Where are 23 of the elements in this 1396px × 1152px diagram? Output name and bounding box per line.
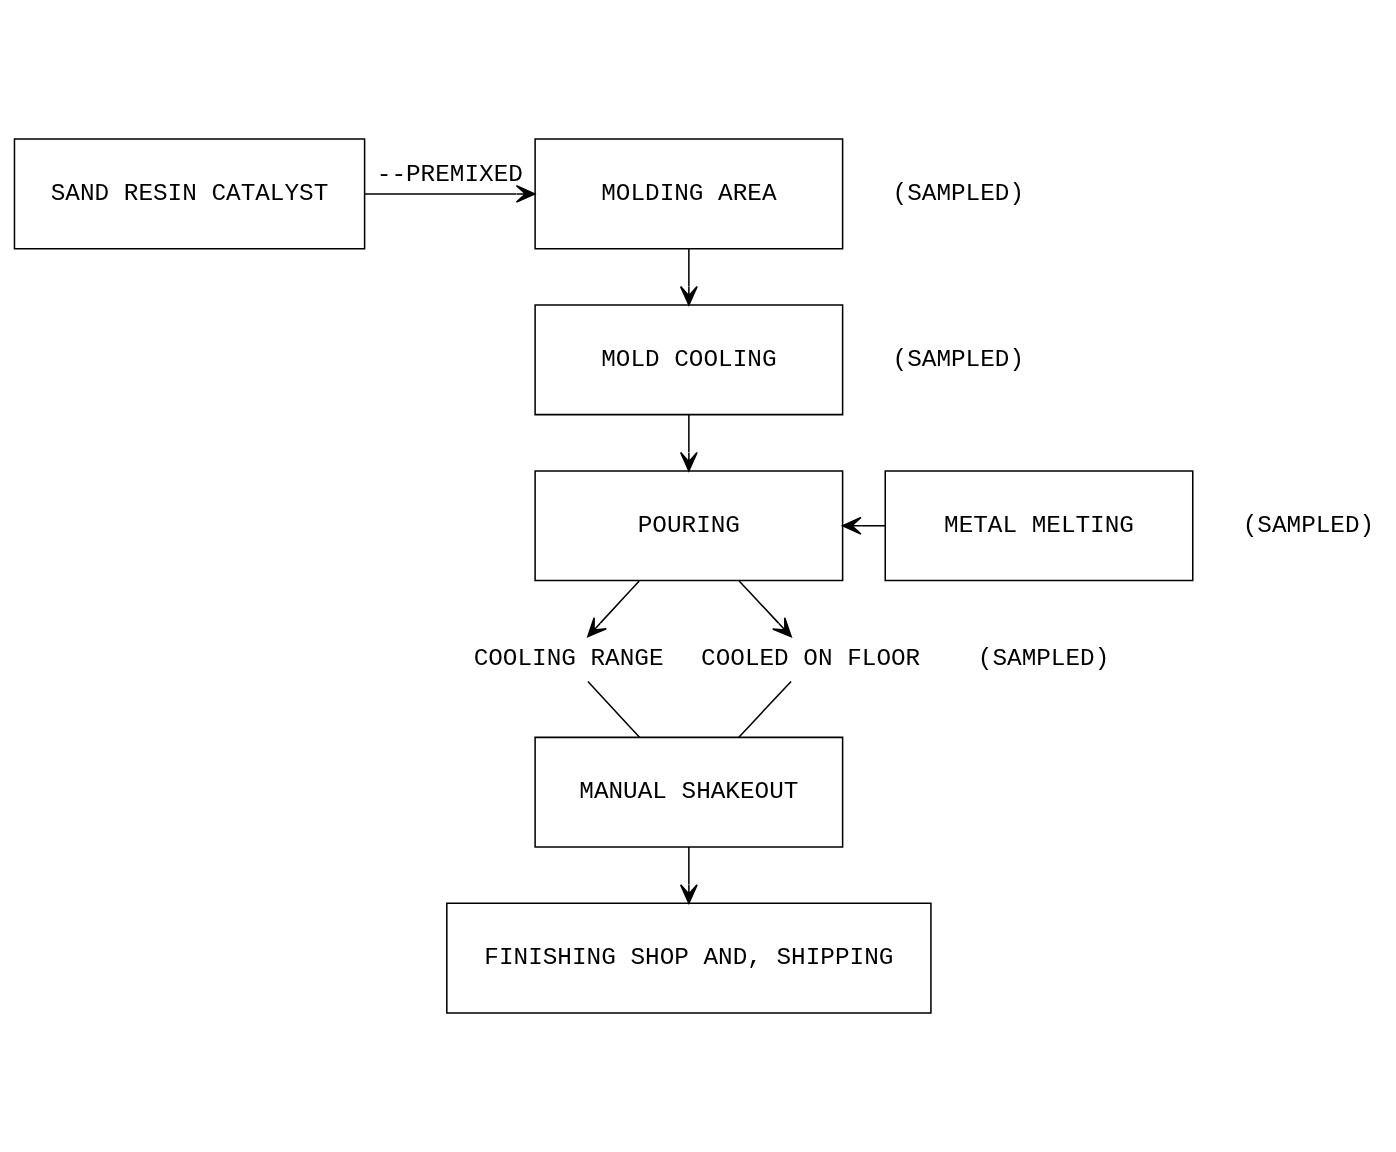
- node-label: (SAMPLED): [1242, 511, 1375, 539]
- arrow: [587, 580, 640, 638]
- connector: [738, 680, 792, 738]
- node-text: COOLED ON FLOOR: [701, 644, 921, 672]
- arrow: [738, 580, 792, 638]
- node-box: MOLDING AREA: [534, 138, 844, 250]
- node-label: (SAMPLED): [892, 345, 1025, 373]
- node-box: MANUAL SHAKEOUT: [534, 736, 844, 848]
- arrow: [841, 516, 886, 535]
- node-box: SAND RESIN CATALYST: [13, 138, 366, 250]
- node-box: MOLD COOLING: [534, 304, 844, 416]
- edge-label: --PREMIXED: [376, 161, 523, 189]
- node-text: COOLING RANGE: [473, 644, 664, 672]
- node-label: (SAMPLED): [977, 644, 1110, 672]
- node-box: POURING: [534, 470, 844, 582]
- arrow: [364, 184, 536, 203]
- node-box: METAL MELTING: [884, 470, 1194, 582]
- arrow: [679, 846, 698, 904]
- arrow: [679, 413, 698, 472]
- connector: [587, 680, 641, 738]
- node-label: (SAMPLED): [892, 179, 1025, 207]
- arrow: [679, 248, 698, 306]
- node-box: FINISHING SHOP AND, SHIPPING: [446, 902, 932, 1014]
